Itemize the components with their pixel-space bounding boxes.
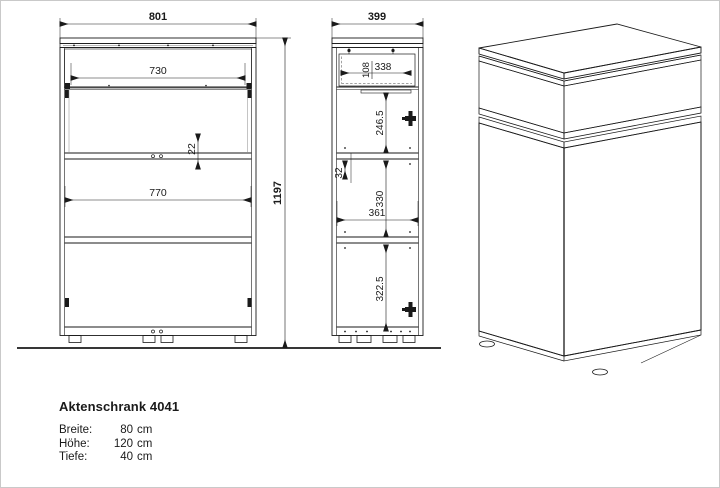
dim-side-middle-compartment: 330 [375, 160, 389, 238]
side-section-view: 399 108 338 246.5 [331, 11, 424, 343]
dim-front-overall-height: 1197 [256, 37, 291, 349]
dim-label-801: 801 [149, 11, 167, 23]
dim-label-32: 32 [334, 167, 345, 179]
spec-value-tiefe: 40 [120, 451, 133, 463]
dim-label-730: 730 [149, 65, 167, 77]
dim-side-drawer-inner-small: 108 [361, 61, 373, 79]
spec-list: Breite: 80 cm Höhe: 120 cm Tiefe: 40 cm [59, 424, 359, 465]
dim-label-22: 22 [186, 143, 198, 155]
hinge-fitting-lower [402, 302, 416, 317]
dim-label-770: 770 [149, 187, 167, 199]
dim-label-361: 361 [369, 208, 386, 219]
dim-front-overall-width: 801 [59, 11, 257, 38]
dim-front-drawer-width: 730 [70, 63, 246, 85]
dim-side-drawer-depth: 338 [340, 62, 412, 76]
dim-front-shelf-width: 770 [64, 186, 252, 207]
product-title: Aktenschrank 4041 [59, 399, 180, 414]
spec-value-hoehe: 120 [113, 437, 133, 450]
spec-row-hoehe: Höhe: 120 cm [59, 438, 359, 452]
dim-label-399: 399 [368, 11, 386, 23]
spec-label-hoehe: Höhe: [59, 437, 90, 450]
spec-row-tiefe: Tiefe: 40 cm [59, 451, 359, 465]
dim-side-shelf-offset: 32 [334, 153, 352, 183]
dim-label-322-5: 322.5 [375, 276, 386, 301]
caption-block: Aktenschrank 4041 Breite: 80 cm Höhe: 120 cm… [59, 399, 359, 465]
dim-label-246-5: 246.5 [375, 110, 386, 135]
isometric-view [478, 23, 702, 376]
dim-label-338: 338 [375, 62, 392, 73]
front-elevation-view: 801 730 22 [59, 11, 291, 349]
dim-side-overall-depth: 399 [331, 11, 424, 38]
spec-row-breite: Breite: 80 cm [59, 424, 359, 438]
dim-label-330: 330 [375, 190, 386, 207]
dim-side-lower-compartment: 322.5 [375, 244, 389, 332]
dim-label-108: 108 [361, 62, 372, 78]
spec-unit-hoehe: cm [137, 437, 153, 450]
spec-label-tiefe: Tiefe: [59, 451, 88, 463]
spec-label-breite: Breite: [59, 424, 93, 436]
dim-side-shelf-depth: 361 [336, 201, 419, 226]
spec-unit-tiefe: cm [137, 451, 153, 463]
spec-value-breite: 80 [120, 424, 133, 436]
hinge-fitting-upper [402, 111, 416, 126]
spec-unit-breite: cm [137, 424, 153, 436]
dim-side-upper-compartment: 246.5 [375, 92, 389, 154]
dim-front-shelf-thickness: 22 [186, 133, 201, 170]
dim-label-1197: 1197 [272, 181, 284, 205]
